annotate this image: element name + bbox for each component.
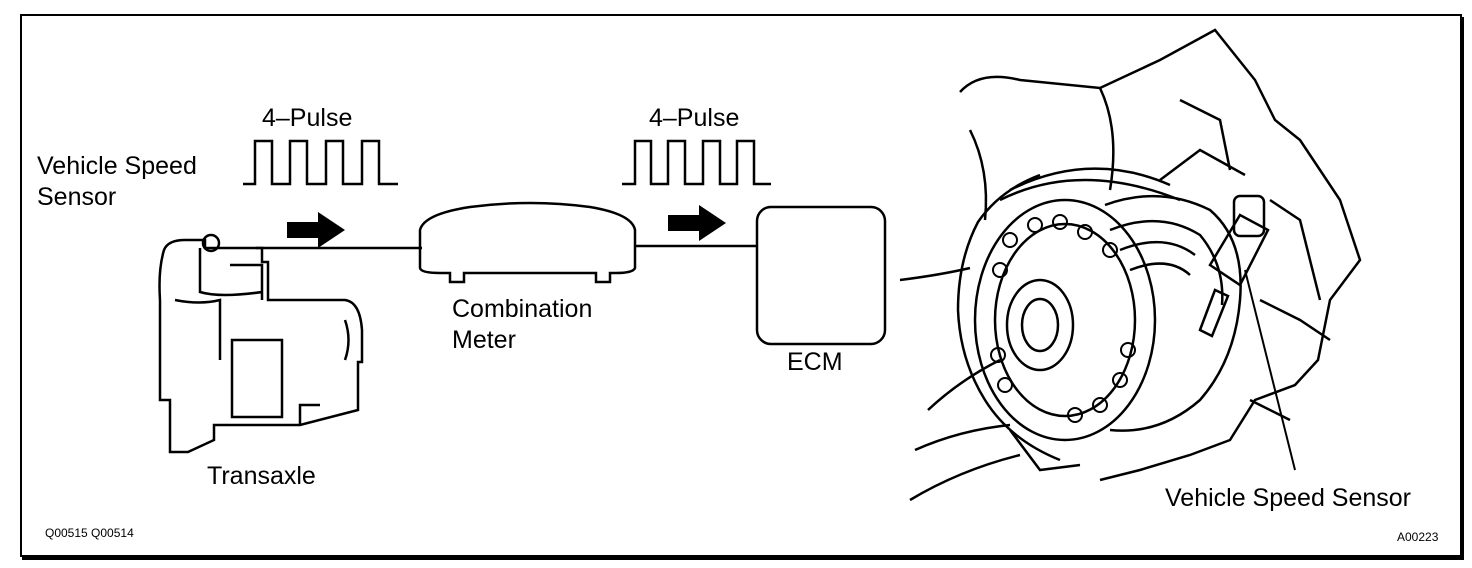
sensor-label-left-line1: Vehicle Speed — [37, 152, 197, 180]
pulse-waveform-left — [243, 139, 398, 186]
combination-meter-shape — [418, 201, 637, 284]
arrow-right-left — [287, 212, 345, 248]
diagram-frame — [20, 14, 1462, 557]
sensor-label-left-line2: Sensor — [37, 183, 117, 211]
figure-code-right: A00223 — [1397, 530, 1439, 544]
combination-meter-label-line2: Meter — [452, 326, 516, 354]
pulse-waveform-right — [622, 139, 771, 186]
ecm-box — [755, 205, 887, 346]
figure-code-left: Q00515 Q00514 — [45, 526, 134, 540]
gear-teeth-marks — [990, 214, 1136, 423]
combination-meter-label-line1: Combination — [452, 295, 593, 323]
arrow-right-middle — [668, 205, 726, 241]
differential-drawing — [899, 28, 1362, 502]
transaxle-drawing — [158, 233, 364, 454]
ecm-label: ECM — [787, 348, 843, 376]
sensor-label-right: Vehicle Speed Sensor — [1165, 484, 1412, 512]
pulse-label-right: 4–Pulse — [649, 104, 740, 132]
leader-line-sensor — [1244, 269, 1296, 471]
transaxle-label: Transaxle — [207, 462, 316, 490]
pulse-label-left: 4–Pulse — [262, 104, 353, 132]
